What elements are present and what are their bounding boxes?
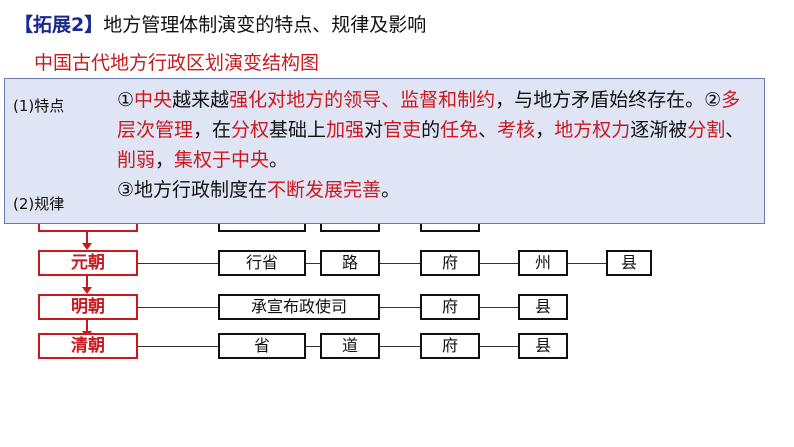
connector (380, 346, 420, 347)
highlight-term: 多层次管理 (117, 89, 741, 141)
text-segment: ① (117, 89, 135, 111)
highlight-term: 任免 (440, 119, 479, 141)
text-segment: ，在 (193, 119, 232, 141)
dynasty-yuan: 元朝 (38, 250, 138, 276)
dynasty-qing: 清朝 (38, 333, 138, 359)
features-overlay-box: (1)特点 (2)规律 ①中央越来越强化对地方的领导、监督和制约，与地方矛盾始终… (4, 78, 765, 224)
unit-zhou: 州 (518, 250, 568, 276)
highlight-term: 不断发展完善 (267, 179, 382, 201)
connector (380, 263, 420, 264)
connector (568, 263, 606, 264)
unit-fu: 府 (420, 294, 480, 320)
unit-xian: 县 (518, 294, 568, 320)
connector (480, 307, 518, 308)
unit-chengxuan: 承宣布政使司 (218, 294, 380, 320)
arrow-shaft (86, 320, 88, 332)
highlight-term: 官吏 (383, 119, 422, 141)
arrow-shaft (86, 276, 88, 288)
text-segment: 逐渐被 (630, 119, 688, 141)
page-title: 【拓展2】地方管理体制演变的特点、规律及影响 (14, 10, 426, 37)
text-segment: 、 (478, 119, 498, 141)
text-segment: ， (535, 119, 555, 141)
text-segment: 的 (421, 119, 441, 141)
connector (138, 307, 218, 308)
text-segment: 越来越 (172, 89, 230, 111)
unit-fu: 府 (420, 333, 480, 359)
features-paragraph: ①中央越来越强化对地方的领导、监督和制约，与地方矛盾始终存在。②多层次管理，在分… (117, 85, 759, 175)
unit-xingsheng: 行省 (218, 250, 306, 276)
arrow-head (82, 243, 92, 250)
label-features: (1)特点 (13, 97, 65, 115)
unit-xian: 县 (606, 250, 652, 276)
highlight-term: 加强 (326, 119, 365, 141)
connector (138, 263, 218, 264)
label-rules: (2)规律 (13, 195, 65, 213)
highlight-term: 分权 (231, 119, 270, 141)
highlight-term: 考核 (497, 119, 536, 141)
unit-fu: 府 (420, 250, 480, 276)
features-text: ①中央越来越强化对地方的领导、监督和制约，与地方矛盾始终存在。②多层次管理，在分… (117, 85, 759, 205)
connector (380, 307, 420, 308)
connector (306, 346, 320, 347)
text-segment: 。 (381, 179, 401, 201)
highlight-term: 集权于中央 (174, 149, 270, 171)
connector (306, 263, 320, 264)
arrow-shaft (86, 232, 88, 244)
highlight-term: 强化对地方的领导、监督和制约 (229, 89, 496, 111)
text-segment: ③地方行政制度在 (117, 179, 268, 201)
connector (480, 346, 518, 347)
highlight-term: 分割 (687, 119, 726, 141)
title-text: 地方管理体制演变的特点、规律及影响 (103, 14, 427, 36)
unit-xian: 县 (518, 333, 568, 359)
text-segment: 、 (725, 119, 745, 141)
arrow-head (82, 287, 92, 294)
diagram-title: 中国古代地方行政区划演变结构图 (34, 52, 320, 74)
unit-sheng: 省 (218, 333, 306, 359)
text-segment: ， (155, 149, 175, 171)
connector (138, 346, 218, 347)
connector (480, 263, 518, 264)
text-segment: 。 (269, 149, 289, 171)
unit-dao: 道 (320, 333, 380, 359)
highlight-term: 中央 (134, 89, 173, 111)
unit-lu: 路 (320, 250, 380, 276)
text-segment: ，与地方矛盾始终存在。② (495, 89, 722, 111)
features-paragraph: ③地方行政制度在不断发展完善。 (117, 175, 759, 205)
highlight-term: 地方权力 (554, 119, 631, 141)
text-segment: 对 (364, 119, 384, 141)
highlight-term: 削弱 (117, 149, 156, 171)
dynasty-ming: 明朝 (38, 294, 138, 320)
title-tag: 【拓展2】 (14, 14, 104, 36)
text-segment: 基础上 (269, 119, 327, 141)
